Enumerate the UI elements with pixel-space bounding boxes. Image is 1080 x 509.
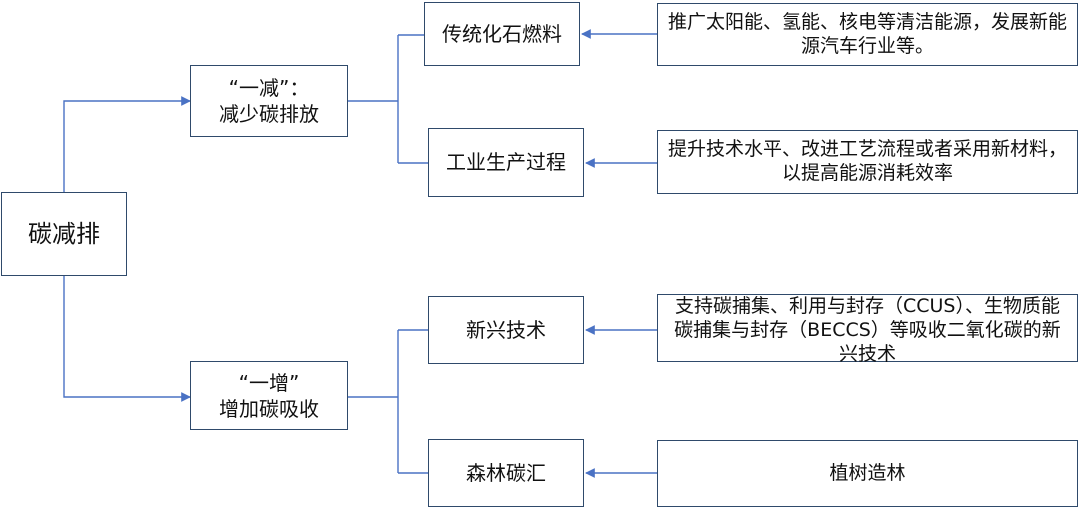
measure-carbon-capture: 支持碳捕集、利用与封存（CCUS）、生物质能碳捕集与封存（BECCS）等吸收二氧…: [657, 294, 1078, 365]
item-emerging-tech: 新兴技术: [428, 296, 584, 364]
measure-afforestation: 植树造林: [657, 440, 1078, 507]
measure-industrial-efficiency: 提升技术水平、改进工艺流程或者采用新材料，以提高能源消耗效率: [657, 130, 1078, 194]
connector-increase-bracket: [348, 329, 428, 474]
item-fossil-fuels: 传统化石燃料: [424, 2, 580, 66]
item-forest-carbon-sink: 森林碳汇: [428, 439, 584, 507]
branch-increase-absorption: “一增” 增加碳吸收: [190, 361, 348, 430]
branch-reduce-emissions: “一减”： 减少碳排放: [190, 65, 348, 137]
connector-root-to-reduce: [63, 96, 191, 192]
measure-clean-energy: 推广太阳能、氢能、核电等清洁能源，发展新能源汽车行业等。: [657, 3, 1078, 66]
connector-reduce-bracket: [348, 34, 428, 164]
connector-root-to-increase: [63, 276, 191, 402]
item-industrial-process: 工业生产过程: [428, 128, 584, 197]
root-node: 碳减排: [1, 192, 127, 276]
